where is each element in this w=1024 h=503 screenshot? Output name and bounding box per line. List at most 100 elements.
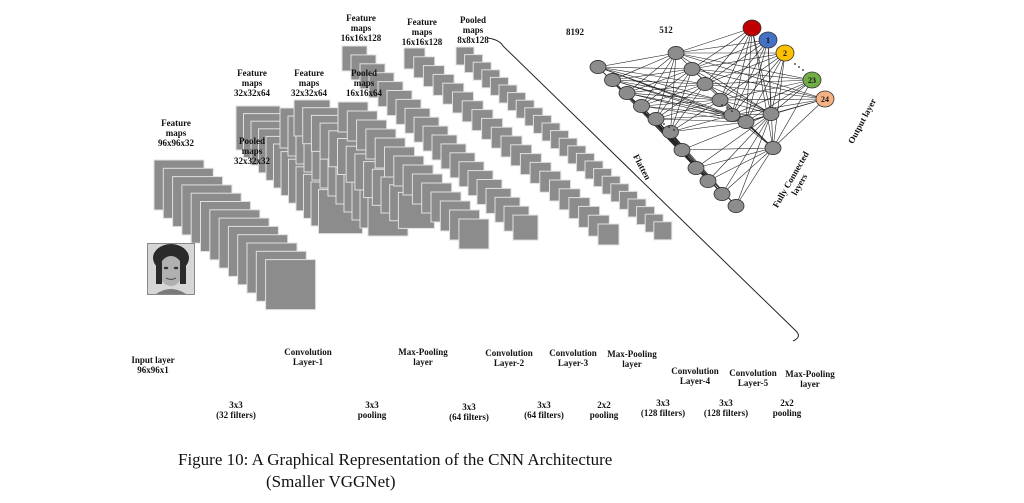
fc-node [647, 112, 665, 126]
output-node-label: 24 [821, 95, 829, 104]
fc-edge [772, 79, 813, 149]
fc-node [696, 77, 714, 91]
label-maxpool-layer-3: Max-Pooling layer [785, 369, 835, 389]
fc-edge [597, 66, 693, 70]
fc-edge [704, 27, 753, 85]
ellipsis-dot [726, 107, 728, 109]
feature-map-stack-7 [403, 47, 620, 246]
fc-edge [670, 83, 706, 133]
fc-node [762, 107, 780, 121]
label-input-layer: Input layer 96x96x1 [131, 355, 175, 375]
feature-map [597, 223, 620, 246]
fc-edge [681, 113, 772, 151]
feature-map [512, 214, 539, 241]
label-op-conv3: 3x3 (64 filters) [524, 400, 564, 420]
fc-edge [655, 99, 721, 120]
fc-edge [767, 39, 774, 149]
fc-node [764, 141, 782, 155]
label-op-pool2: 2x2 pooling [589, 400, 619, 420]
ellipsis-dot [798, 66, 800, 68]
fc-edge [691, 52, 786, 70]
fc-node [673, 143, 691, 157]
label-conv-layer-4: Convolution Layer-4 [671, 366, 719, 386]
figure-caption-line-1: Figure 10: A Graphical Representation of… [178, 450, 613, 469]
fc-edge [655, 83, 706, 120]
fc-node [713, 187, 731, 201]
fc-edge [735, 147, 774, 207]
feature-map-stack-1 [153, 159, 317, 311]
label-feature-maps-16: Feature maps 16x16x128 [340, 13, 382, 43]
output-node-label: 23 [808, 76, 816, 85]
feature-map-stack-8 [455, 46, 673, 241]
fc-edge [626, 92, 721, 101]
fc-edge [704, 39, 769, 85]
fc-edge [675, 27, 753, 54]
fc-edge [745, 39, 769, 123]
fc-edge [655, 52, 677, 120]
fc-edge [751, 27, 774, 149]
fc-node [662, 125, 679, 139]
fc-edge [670, 114, 733, 133]
label-op-conv2: 3x3 (64 filters) [449, 402, 489, 422]
label-maxpool-layer-1: Max-Pooling layer [398, 347, 448, 367]
fc-edge [612, 79, 733, 116]
fc-edge [721, 147, 774, 195]
label-pooled-maps-32: Pooled maps 32x32x32 [234, 136, 270, 166]
fc-edge [641, 99, 721, 107]
ellipsis-dot [663, 123, 665, 125]
label-pooled-maps-16: Pooled maps 16x16x64 [346, 68, 382, 98]
output-node [802, 71, 822, 89]
label-maxpool-layer-2: Max-Pooling layer [607, 349, 657, 369]
fc-edge [670, 52, 677, 133]
fc-edge [721, 113, 772, 195]
fc-edge [704, 79, 813, 85]
fc-edge [612, 79, 721, 101]
label-512: 512 [659, 25, 673, 35]
fc-edge [641, 52, 677, 107]
label-conv-layer-3: Convolution Layer-3 [549, 348, 597, 368]
label-feature-maps-32: Feature maps 32x32x64 [234, 68, 270, 98]
fc-edge [670, 99, 721, 133]
label-feature-maps-32b: Feature maps 32x32x64 [291, 68, 327, 98]
figure-caption-line-2: (Smaller VGGNet) [266, 472, 396, 491]
fc-edge [670, 131, 709, 182]
ellipsis-dot [794, 63, 796, 65]
fc-edge [626, 92, 733, 116]
fc-edge [731, 39, 769, 116]
fc-node [589, 60, 607, 74]
fc-edge [670, 121, 747, 133]
output-node-label: 2 [783, 49, 787, 58]
feature-map [265, 259, 317, 311]
feature-map [653, 221, 673, 241]
input-face-image [147, 243, 195, 295]
fc-edge [612, 68, 693, 81]
fc-edge [745, 27, 753, 123]
fc-edge [704, 83, 772, 115]
feature-map [458, 218, 490, 250]
fc-edge [691, 68, 813, 81]
fc-edge [735, 113, 772, 207]
feature-map-stack-5 [337, 101, 490, 250]
fc-edge [597, 66, 721, 101]
output-node [775, 44, 795, 62]
fc-node [737, 115, 755, 129]
feature-map-stack-6 [341, 45, 539, 241]
label-feature-maps-96: Feature maps 96x96x32 [158, 118, 194, 148]
fc-edge [655, 68, 693, 120]
fc-edge [626, 83, 706, 94]
label-op-pool1: 3x3 pooling [357, 400, 387, 420]
ellipsis-dot [668, 126, 670, 128]
fc-node [667, 46, 685, 60]
fc-edge [681, 147, 774, 151]
fc-edge [719, 39, 769, 101]
label-op-pool3: 2x2 pooling [772, 398, 802, 418]
fc-edge [731, 98, 826, 116]
fc-edge [695, 147, 774, 169]
fc-edge [691, 27, 753, 70]
flatten-brace [487, 37, 799, 342]
ellipsis-dot [731, 110, 733, 112]
fc-edge [731, 52, 786, 116]
fc-node [618, 86, 636, 100]
